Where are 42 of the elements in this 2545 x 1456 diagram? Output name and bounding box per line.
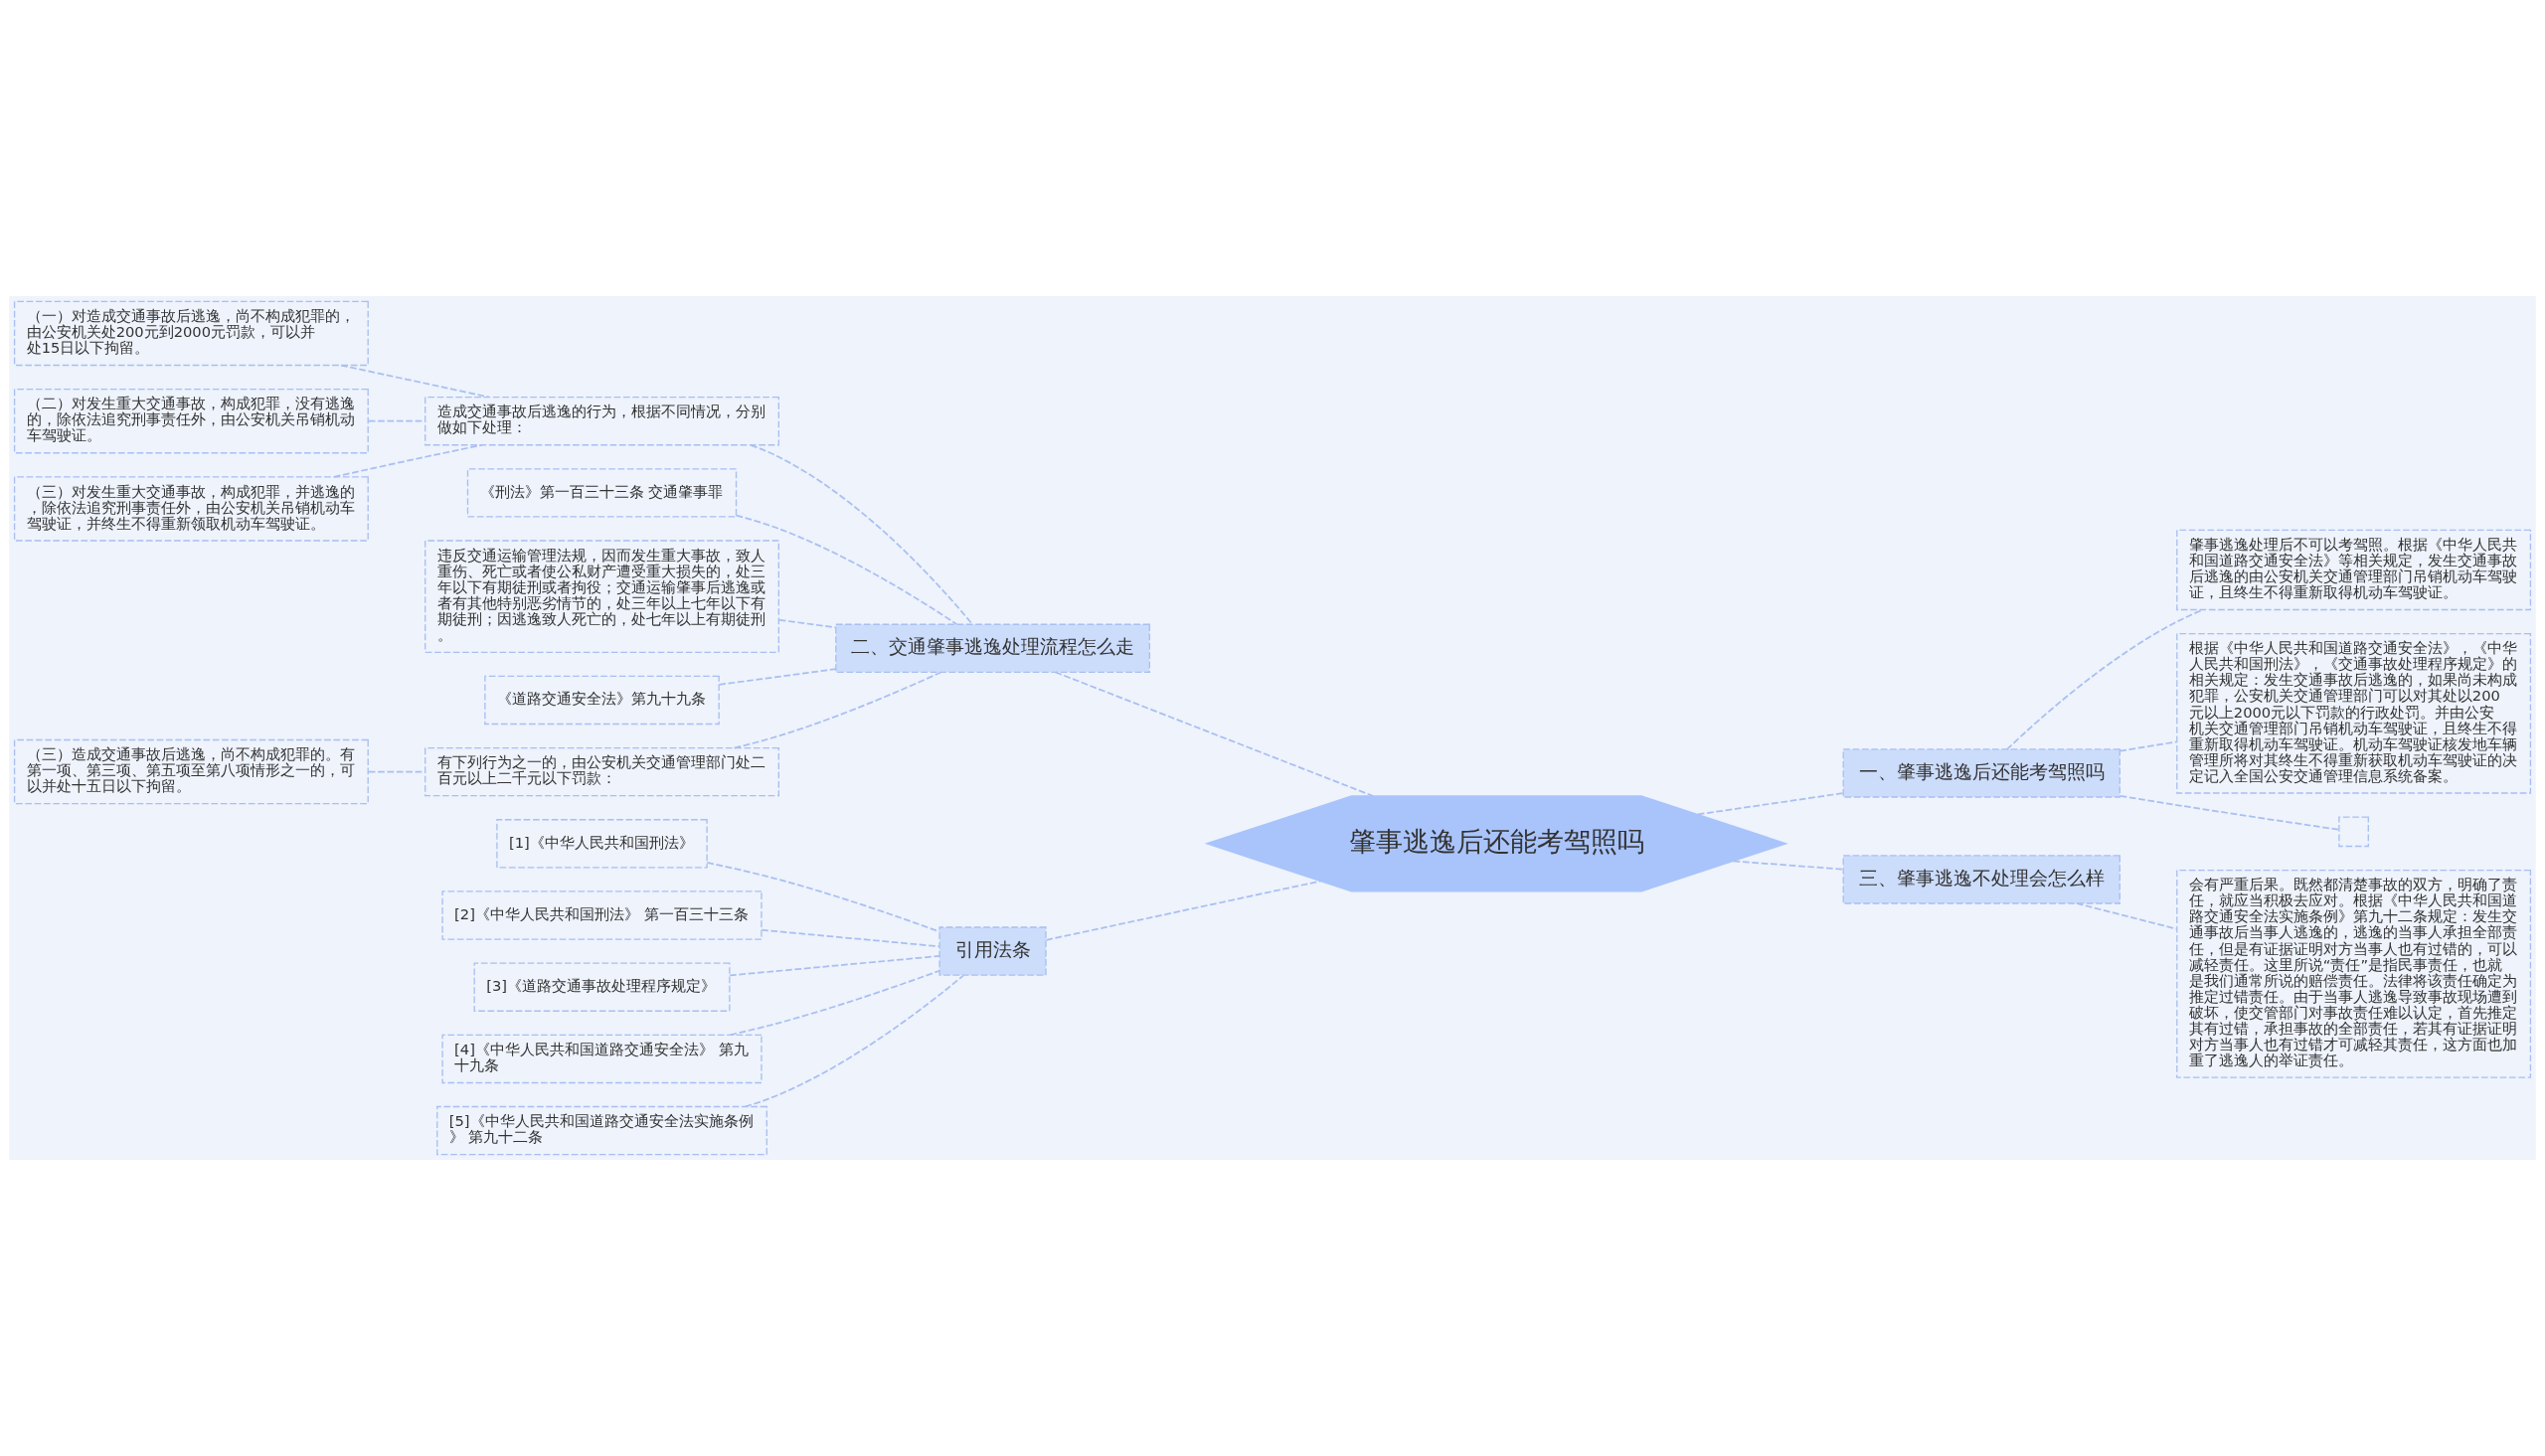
node-box: 根据《中华人民共和国道路交通安全法》，《中华人民共和国刑法》，《交通事故处理程序规定》的相关规定：发生交通事故后逃逸的，如果尚未构成犯罪，公安机关交通管理部门可以对其处以200元以上2000元以下罚款的行政处罚。并由公安机关交通管理部门吊销机动车驾驶证，且终生不得重新取得机动车驾驶证。机动车驾驶证核发地车辆管理所将对其终生不得重新获取机动车驾驶证的决定记入全国公安交通管理信息系统备案。: [2176, 632, 2532, 794]
node-box: 《道路交通安全法》第九十九条: [484, 675, 720, 726]
connector: [718, 668, 837, 686]
node-box: [1]《中华人民共和国刑法》: [496, 819, 708, 869]
connector: [777, 618, 837, 629]
connector: [2006, 608, 2204, 750]
node-box: 二、交通肇事逃逸处理流程怎么走: [835, 623, 1150, 673]
node-box: 有下列行为之一的，由公安机关交通管理部门处二百元以上二千元以下罚款：: [424, 746, 779, 797]
node-box: （二）对发生重大交通事故，构成犯罪，没有逃逸的，除依法追究刑事责任外，由公安机关吊销机动车驾驶证。: [13, 388, 369, 454]
node-box: 肇事逃逸处理后不可以考驾照。根据《中华人民共和国道路交通安全法》等相关规定，发生交通事故后逃逸的由公安机关交通管理部门吊销机动车驾驶证，且终生不得重新取得机动车驾驶证。: [2176, 529, 2532, 611]
node-box: 引用法条: [938, 926, 1047, 976]
connector: [1045, 880, 1322, 941]
connector: [1732, 860, 1844, 871]
node-box: 一、肇事逃逸后还能考驾照吗: [1842, 748, 2121, 798]
node-box: 造成交通事故后逃逸的行为，根据不同情况，分别做如下处理：: [424, 396, 779, 446]
connector: [744, 974, 964, 1108]
node-box: [4]《中华人民共和国道路交通安全法》 第九十九条: [441, 1034, 763, 1084]
node-box: 三、肇事逃逸不处理会怎么样: [1842, 855, 2121, 904]
node-box: [5]《中华人民共和国道路交通安全法实施条例》 第九十二条: [436, 1105, 767, 1156]
connector: [733, 671, 942, 749]
node-box: [2338, 816, 2369, 848]
connector: [2119, 740, 2178, 752]
node-box: 会有严重后果。既然都清楚事故的双方，明确了责任，就应当积极去应对。根据《中华人民共和国道路交通安全法实施条例》第九十二条规定：发生交通事故后当事人逃逸的，逃逸的当事人承担全部责任，但是有证据证明对方当事人也有过错的，可以减轻责任。这里所说“责任”是指民事责任，也就是我们通常所说的赔偿责任。法律将该责任确定为推定过错责任。由于当事人逃逸导致事故现场遭到破坏，使交管部门对事故责任难以认定，首先推定其有过错，承担事故的全部责任，若其有证据证明对方当事人也有过错才可减轻其责任，这方面也加重了逃逸人的举证责任。: [2176, 869, 2532, 1078]
connector: [729, 969, 940, 1037]
node-box: [2]《中华人民共和国刑法》 第一百三十三条: [441, 890, 763, 940]
node-box: （三）对发生重大交通事故，构成犯罪，并逃逸的，除依法追究刑事责任外，由公安机关吊销机动车驾驶证，并终生不得重新领取机动车驾驶证。: [13, 476, 369, 542]
node-box: 违反交通运输管理法规，因而发生重大事故，致人重伤、死亡或者使公私财产遭受重大损失的，处三年以下有期徒刑或者拘役；交通运输肇事后逃逸或者有其他特别恶劣情节的，处三年以上七年以下有期徒刑；因逃逸致人死亡的，处七年以上有期徒刑。: [424, 540, 779, 653]
connector: [729, 955, 940, 977]
connector: [1054, 671, 1374, 797]
connector: [1697, 792, 1845, 816]
connector: [340, 364, 490, 399]
connector: [761, 928, 940, 948]
node-box: [3]《道路交通事故处理程序规定》: [473, 962, 731, 1012]
connector: [2076, 902, 2178, 930]
node-box: （一）对造成交通事故后逃逸，尚不构成犯罪的，由公安机关处200元到2000元罚款，可以并处15日以下拘留。: [13, 300, 369, 367]
connector: [750, 444, 973, 625]
node-box: 《刑法》第一百三十三条 交通肇事罪: [466, 468, 738, 518]
node-box: （三）造成交通事故后逃逸，尚不构成犯罪的。有第一项、第三项、第五项至第八项情形之一的，可以并处十五日以下拘留。: [13, 738, 369, 805]
connector: [333, 443, 483, 478]
connector: [735, 514, 958, 625]
connector: [706, 862, 940, 933]
connector: [2119, 795, 2340, 831]
